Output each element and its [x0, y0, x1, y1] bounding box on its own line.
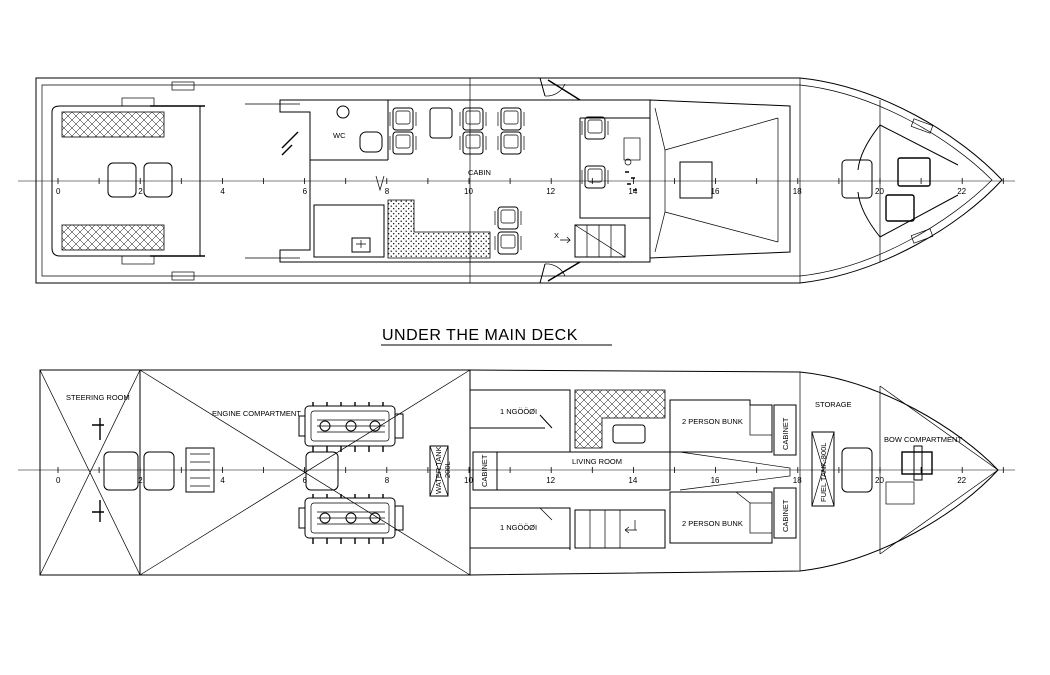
drawing-title: UNDER THE MAIN DECK — [382, 327, 578, 344]
berth-bottom-label: 1 NGÖÖØI — [500, 523, 537, 532]
berth-top-label: 1 NGÖÖØI — [500, 407, 537, 416]
station-number: 6 — [303, 476, 308, 485]
station-number: 10 — [464, 187, 473, 196]
station-number: 18 — [793, 476, 802, 485]
aft-bench-bottom — [61, 224, 165, 251]
upper-station-ticks: 0 2 4 6 8 10 12 14 16 18 20 22 — [56, 178, 1004, 196]
station-number: 6 — [303, 187, 308, 196]
station-number: 14 — [628, 187, 637, 196]
station-number: 4 — [220, 476, 225, 485]
station-number: 14 — [628, 476, 637, 485]
bow-compartment-label: BOW COMPARTMENT — [884, 435, 962, 444]
station-number: 0 — [56, 476, 61, 485]
windlass — [901, 451, 933, 475]
water-tank-capacity: 200L — [443, 461, 452, 478]
cabinet-left-label: CABINET — [480, 454, 489, 487]
station-number: 12 — [546, 187, 555, 196]
x-mark: X — [554, 231, 559, 240]
lower-station-ticks: 0 2 4 6 8 10 12 14 16 18 20 22 — [56, 467, 1004, 485]
station-number: 2 — [138, 187, 143, 196]
foredeck-trunk — [649, 99, 791, 259]
steering-room-label: STEERING ROOM — [66, 393, 130, 402]
station-number: 22 — [957, 476, 966, 485]
station-number: 16 — [711, 187, 720, 196]
station-number: 12 — [546, 476, 555, 485]
engine-compartment-label: ENGINE COMPARTMENT — [212, 409, 301, 418]
upper-deck-plan: WC CABIN X — [18, 77, 1015, 284]
station-number: 16 — [711, 476, 720, 485]
station-number: 10 — [464, 476, 473, 485]
station-number: 18 — [793, 187, 802, 196]
engine-starboard — [298, 493, 404, 545]
fuel-tank-label: FUEL TANK-800L — [819, 443, 828, 502]
aft-bench-top — [61, 111, 165, 138]
station-number: 8 — [385, 187, 390, 196]
water-tank — [429, 445, 449, 497]
station-number: 8 — [385, 476, 390, 485]
cabinet-top-label: CABINET — [781, 417, 790, 450]
station-number: 0 — [56, 187, 61, 196]
l-sofa — [387, 199, 491, 259]
station-number: 22 — [957, 187, 966, 196]
bunk-top-label: 2 PERSON BUNK — [682, 417, 743, 426]
upper-hull-outline — [35, 77, 1003, 284]
companionway-stairs — [574, 224, 626, 258]
station-number: 2 — [138, 476, 143, 485]
settee — [574, 389, 666, 449]
fuel-tank — [811, 431, 835, 507]
cabinet-bottom-label: CABINET — [781, 499, 790, 532]
bunk-bottom-label: 2 PERSON BUNK — [682, 519, 743, 528]
lower-deck-plan: STEERING ROOM ENGINE COMPARTMENT WATER T… — [18, 369, 1015, 576]
wc-label: WC — [333, 131, 346, 140]
station-number: 4 — [220, 187, 225, 196]
living-room-label: LIVING ROOM — [572, 457, 622, 466]
storage-label: STORAGE — [815, 400, 852, 409]
cabin-label: CABIN — [468, 168, 491, 177]
station-number: 20 — [875, 476, 884, 485]
upper-inner-bulwark — [41, 84, 993, 277]
station-number: 20 — [875, 187, 884, 196]
lower-hull-outline — [39, 369, 999, 576]
engine-port — [298, 401, 404, 453]
